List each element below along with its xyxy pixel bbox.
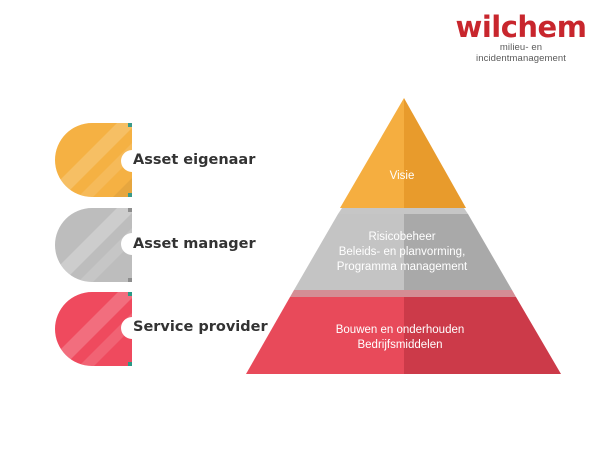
pyramid-bottom-line-1: Bouwen en onderhouden xyxy=(336,324,465,336)
role-label: Asset manager xyxy=(133,236,257,252)
gray-half-circle-tab-icon xyxy=(55,208,132,282)
logo-wordmark: wilchem xyxy=(455,10,587,44)
pyramid-top-line-1: Visie xyxy=(390,170,415,182)
logo-tagline: milieu- en incidentmanagement xyxy=(476,42,566,64)
role-asset-manager: Asset manager xyxy=(55,208,257,282)
orange-half-circle-tab-icon xyxy=(55,123,132,197)
pyramid-middle-line-3: Programma management xyxy=(337,261,468,273)
role-service-provider: Service provider xyxy=(55,292,268,366)
pyramid-tier-middle: Risicobeheer Beleids- en planvorming, Pr… xyxy=(294,208,512,290)
pyramid-tier-top: Visie xyxy=(340,98,466,208)
pyramid-middle-line-1: Risicobeheer xyxy=(368,231,435,243)
role-label: Service provider xyxy=(133,319,268,335)
role-asset-eigenaar: Asset eigenaar xyxy=(55,123,256,197)
pyramid: Bouwen en onderhouden Bedrijfsmiddelen R… xyxy=(246,98,561,374)
role-label: Asset eigenaar xyxy=(133,152,256,168)
pyramid-tier-bottom: Bouwen en onderhouden Bedrijfsmiddelen xyxy=(246,290,561,374)
wilchem-logo: wilchem milieu- en incidentmanagement xyxy=(455,12,587,64)
pyramid-middle-line-2: Beleids- en planvorming, xyxy=(339,246,466,258)
pyramid-bottom-line-2: Bedrijfsmiddelen xyxy=(357,339,442,351)
